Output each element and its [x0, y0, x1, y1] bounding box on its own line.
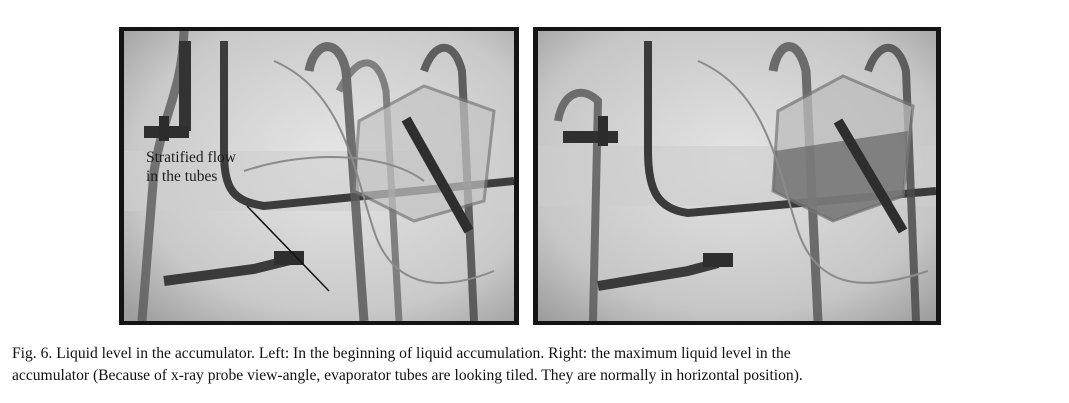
xray-image-right-graphic [538, 31, 936, 321]
xray-image-right [533, 27, 941, 325]
caption-line2: accumulator (Because of x-ray probe view… [12, 367, 803, 384]
annotation-pointer [246, 205, 330, 292]
xray-image-left-graphic [124, 31, 514, 321]
xray-image-left [119, 27, 519, 325]
caption-line1: Fig. 6. Liquid level in the accumulator.… [12, 345, 791, 362]
annotation-line2: in the tubes [146, 168, 218, 185]
annotation-line1: Stratified flow [146, 149, 236, 166]
annotation-stratified-flow: Stratified flow in the tubes [146, 148, 236, 186]
figure-caption: Fig. 6. Liquid level in the accumulator.… [12, 343, 1052, 387]
